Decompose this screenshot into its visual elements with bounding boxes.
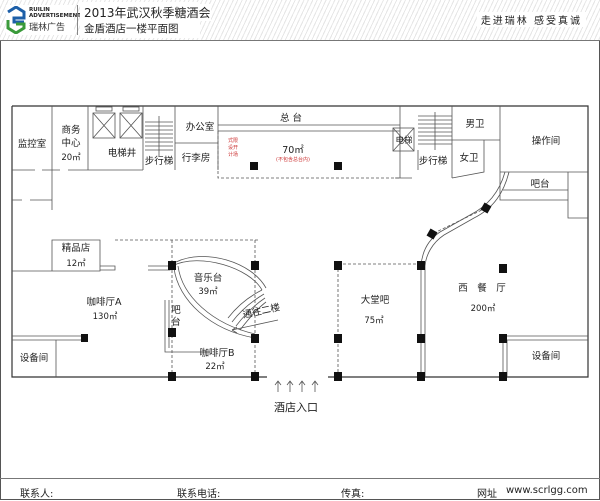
left-lower-walls (12, 239, 588, 377)
room-stairs-left: 步行梯 (145, 155, 174, 167)
lobby-note: (不包含总台内) (276, 156, 310, 163)
stairs-right-icon (418, 112, 452, 150)
elevator-right-icon (392, 127, 415, 152)
to-second-floor-label: 通往二楼 (242, 301, 282, 321)
footer-phone: 联系电话: (177, 489, 221, 500)
pillar (334, 261, 342, 270)
lobby-area: 70㎡ (282, 145, 304, 156)
pillar (168, 372, 176, 381)
room-bar-left-1: 吧 (171, 305, 181, 316)
footer-website-link[interactable]: www.scrlgg.com (506, 485, 588, 496)
pillar (334, 372, 342, 381)
room-luggage: 行李房 (182, 152, 211, 164)
room-boutique-area: 12㎡ (66, 259, 86, 269)
logo-text-cn: 瑞林广告 (29, 23, 66, 33)
slogan: 走进瑞林 感受真诚 (476, 12, 586, 27)
elevator-left-2-icon (119, 106, 143, 139)
room-cafe-b-area: 22㎡ (205, 362, 225, 372)
pillar (417, 334, 425, 343)
room-elevator-right: 电梯 (395, 135, 413, 146)
room-womens-wc: 女卫 (459, 152, 479, 164)
top-rooms-walls (12, 106, 588, 219)
entrance-label: 酒店入口 (274, 400, 318, 414)
footer-website-label: 网址 (477, 489, 497, 500)
footer-fax: 传真: (341, 489, 365, 500)
pillar (250, 162, 258, 170)
curved-wall-right (420, 171, 510, 377)
room-western-restaurant: 西 餐 厅 (458, 282, 506, 294)
pillar (480, 202, 492, 214)
room-monitor: 监控室 (18, 138, 47, 150)
room-operation: 操作间 (532, 135, 561, 147)
room-cafe-a-area: 130㎡ (93, 312, 118, 322)
pillar (251, 261, 259, 270)
logo-mark-icon (6, 6, 26, 34)
room-western-area: 200㎡ (471, 304, 496, 314)
room-elevator-shaft: 电梯井 (108, 147, 137, 159)
entrance-arrows-icon (274, 380, 319, 392)
pillar (417, 372, 425, 381)
room-boutique: 精品店 (62, 242, 91, 254)
pillar (334, 162, 342, 170)
room-lobby-bar-area: 75㎡ (364, 316, 384, 326)
pillar (168, 328, 176, 337)
room-business-2: 中心 (61, 137, 81, 149)
room-equipment-right: 设备间 (532, 350, 561, 362)
room-equipment-left: 设备间 (20, 352, 49, 364)
outer-walls (11, 105, 589, 378)
room-bar-left-2: 台 (171, 316, 181, 328)
stairs-left-icon (145, 116, 173, 156)
page-title: 2013年武汉秋季糖酒会 (84, 4, 211, 21)
music-stage-outline (164, 256, 279, 353)
pillar (81, 334, 88, 342)
room-music-area: 39㎡ (198, 287, 218, 297)
room-stairs-right: 步行梯 (419, 155, 448, 167)
header: RUILIN ADVERTISEMENT 瑞林广告 2013年武汉秋季糖酒会 金… (0, 0, 600, 41)
pillar (417, 261, 425, 270)
pillar (168, 261, 176, 270)
logo: RUILIN ADVERTISEMENT 瑞林广告 (6, 5, 81, 35)
header-divider (77, 5, 78, 35)
room-business-area: 20㎡ (61, 153, 81, 163)
pillar (251, 334, 259, 343)
pillar (499, 372, 507, 381)
red-note-1: 式限 (228, 137, 238, 144)
pillars (81, 162, 507, 381)
room-lobby-bar: 大堂吧 (361, 294, 390, 306)
room-office: 办公室 (186, 121, 215, 133)
logo-text-en: RUILIN ADVERTISEMENT (29, 7, 81, 19)
pillar (334, 334, 342, 343)
room-cafe-b: 咖啡厅B (199, 347, 234, 359)
red-note-2: 设开 (228, 144, 238, 151)
room-cafe-a: 咖啡厅A (87, 296, 123, 308)
footer: 联系人: 联系电话: 传真: 网址 www.scrlgg.com (0, 478, 600, 501)
room-music-stage: 音乐台 (194, 272, 223, 284)
pillar (426, 228, 438, 240)
elevator-left-1-icon (92, 106, 116, 139)
room-front-desk: 总 台 (280, 112, 302, 124)
pillar (499, 264, 507, 273)
room-mens-wc: 男卫 (465, 119, 485, 130)
red-note-3: 计场 (228, 151, 238, 158)
footer-contact: 联系人: (20, 489, 54, 500)
room-business-1: 商务 (61, 124, 81, 136)
pillar (499, 334, 507, 343)
room-bar-right: 吧台 (530, 178, 549, 190)
page-subtitle: 金盾酒店一楼平面图 (84, 21, 179, 36)
pillar (251, 372, 259, 381)
